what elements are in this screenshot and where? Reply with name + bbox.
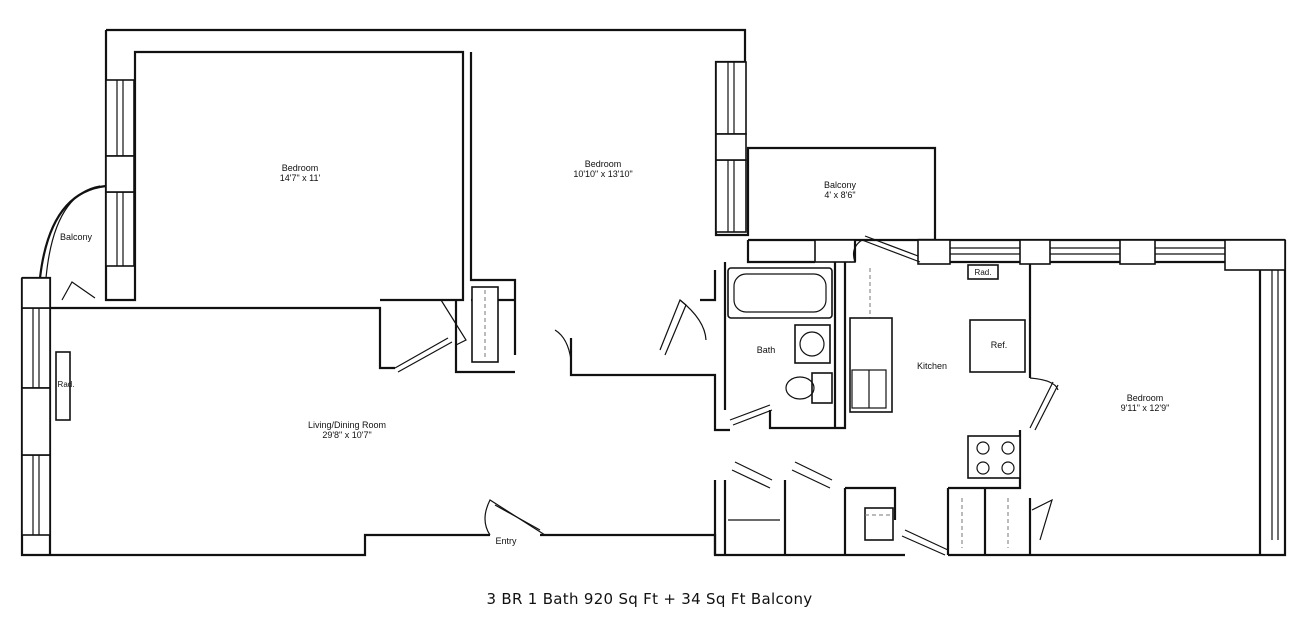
rad-living-label: Rad.	[58, 380, 75, 389]
closets	[471, 286, 1009, 548]
interior-walls	[454, 52, 1032, 555]
kitchen-fixtures	[849, 264, 1026, 479]
bedroom1-size: 14'7" x 11'	[280, 173, 321, 183]
living-name: Living/Dining Room	[308, 420, 386, 430]
entry-label: Entry	[495, 536, 517, 546]
kitchen-name: Kitchen	[917, 361, 947, 371]
bedroom3-name: Bedroom	[1127, 393, 1164, 403]
bedroom2-size: 10'10" x 13'10"	[573, 169, 632, 179]
doors	[394, 235, 1059, 556]
balcony-top-size: 4' x 8'6"	[824, 190, 855, 200]
balcony-left-name: Balcony	[60, 232, 93, 242]
room-labels: Bedroom 14'7" x 11' Bedroom 10'10" x 13'…	[58, 159, 1170, 546]
bedroom2-name: Bedroom	[585, 159, 622, 169]
outer-walls	[20, 28, 1287, 557]
living-radiator	[55, 351, 71, 421]
left-balcony	[38, 184, 107, 301]
living-size: 29'8" x 10'7"	[322, 430, 371, 440]
bedroom3-size: 9'11" x 12'9"	[1121, 403, 1170, 413]
plan-caption: 3 BR 1 Bath 920 Sq Ft + 34 Sq Ft Balcony	[486, 590, 813, 608]
rad-kitchen-label: Rad.	[975, 268, 992, 277]
bath-fixtures	[727, 267, 833, 404]
ref-label: Ref.	[991, 340, 1008, 350]
windows	[21, 61, 1279, 540]
wall-piers	[21, 133, 1286, 456]
bath-name: Bath	[757, 345, 776, 355]
balcony-top-name: Balcony	[824, 180, 857, 190]
bedroom1-name: Bedroom	[282, 163, 319, 173]
